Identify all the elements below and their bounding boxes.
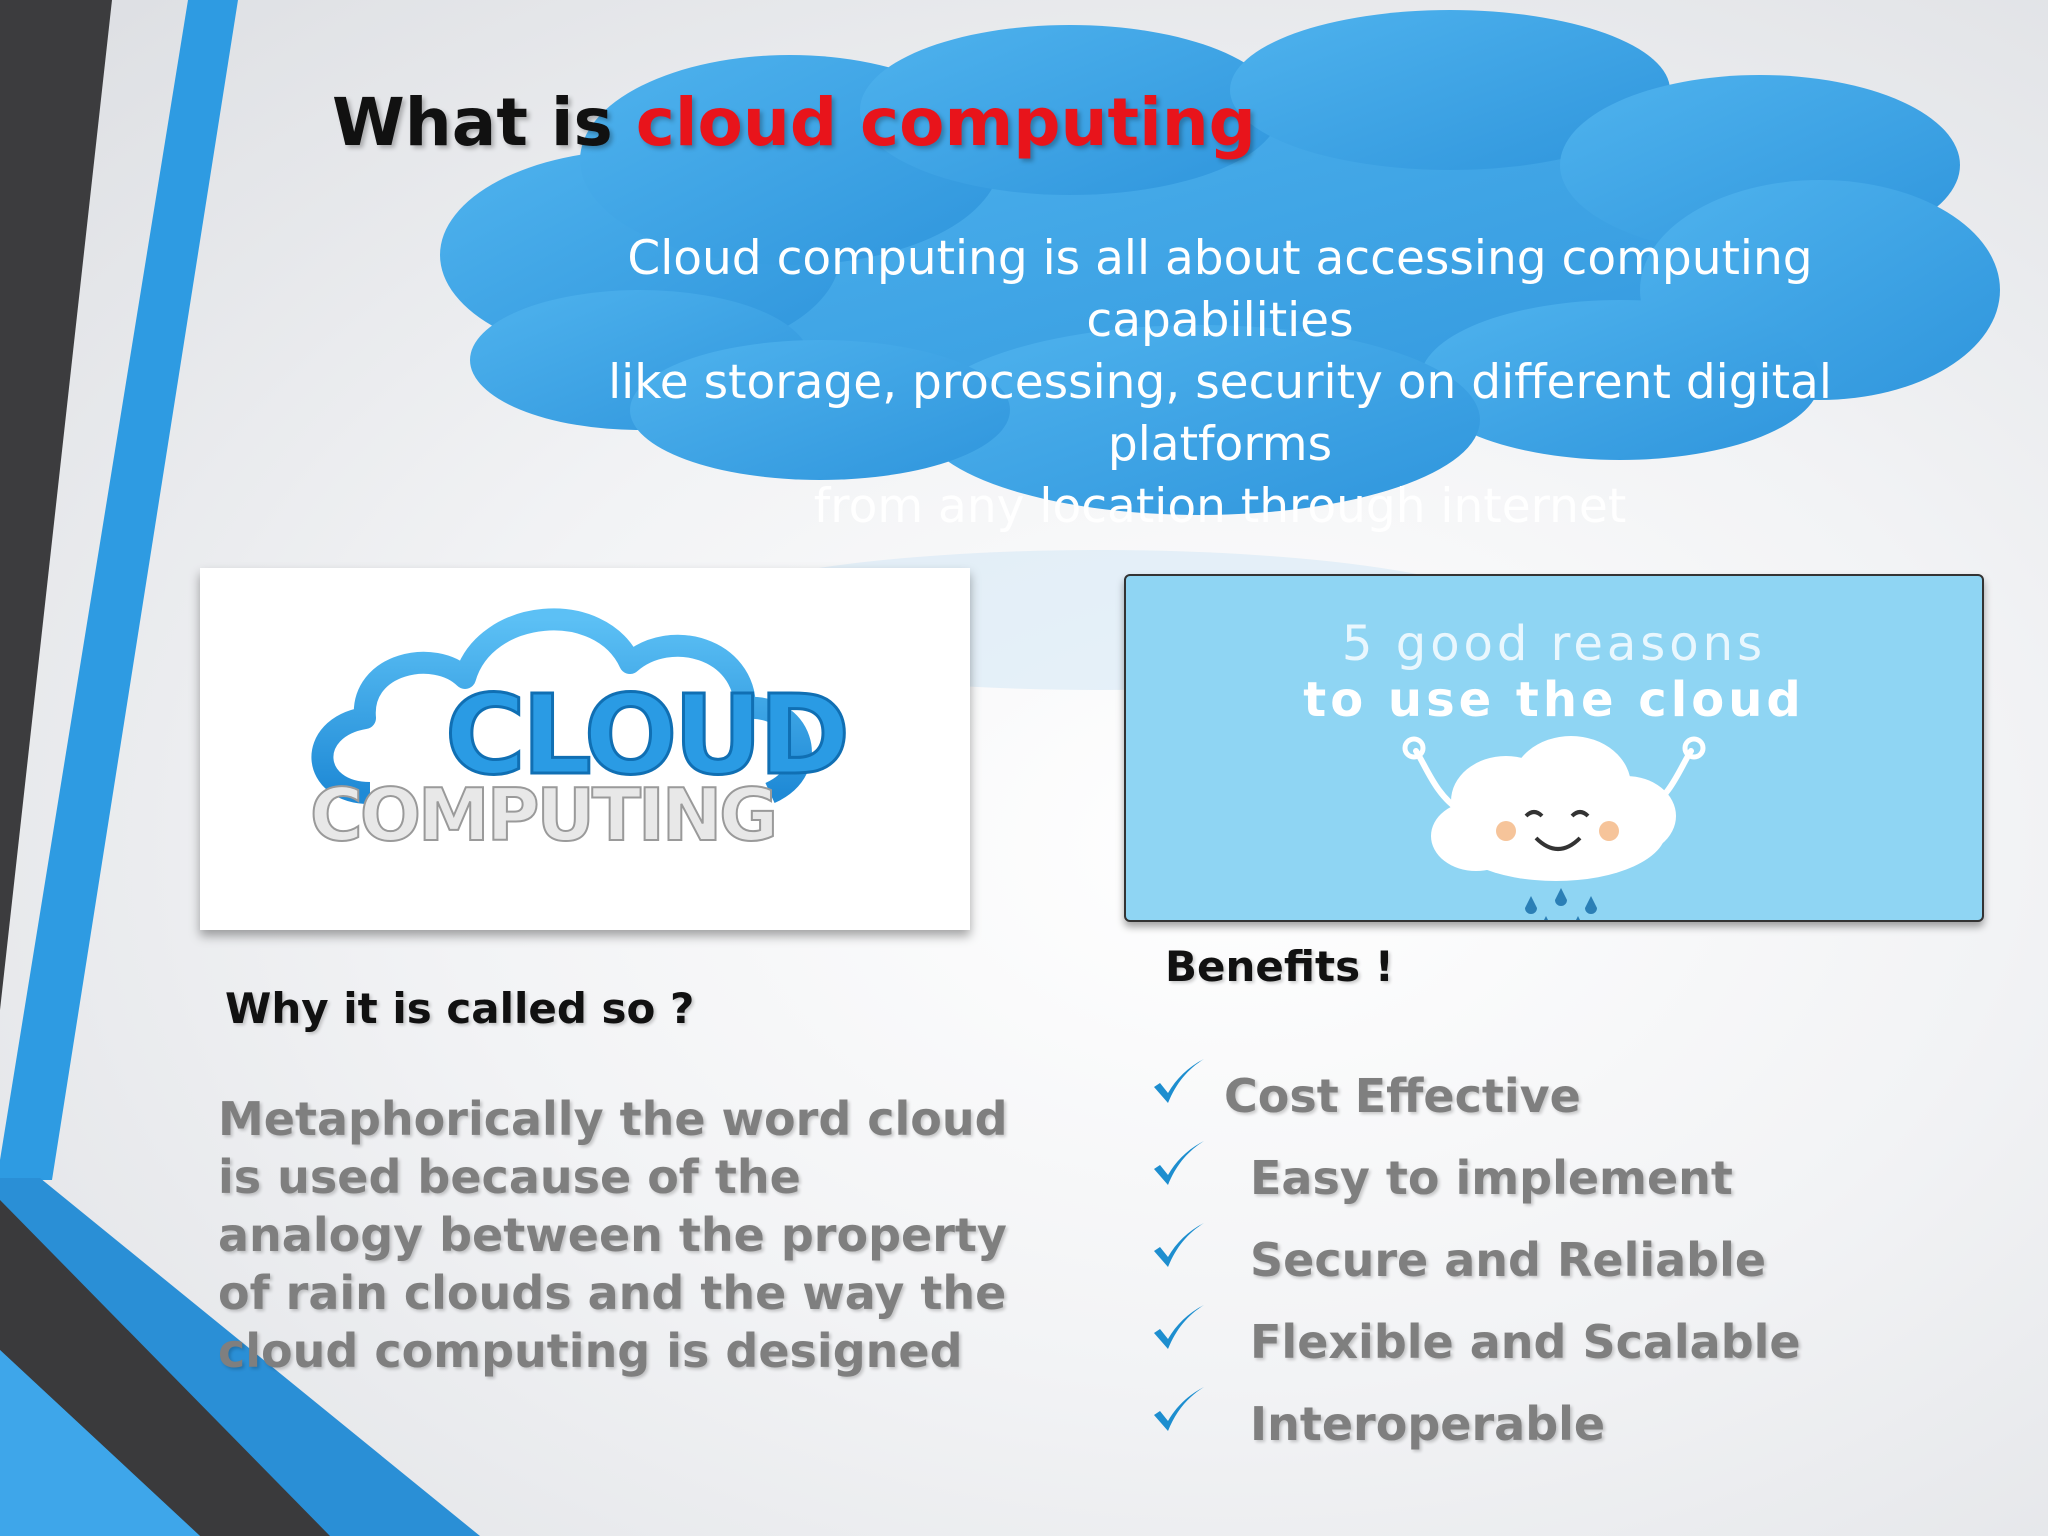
definition-line: like storage, processing, security on di… <box>608 355 1832 472</box>
benefit-label: Flexible and Scalable <box>1250 1315 1801 1369</box>
benefit-label: Secure and Reliable <box>1250 1233 1767 1287</box>
left-dark-stripe <box>0 0 112 1010</box>
benefit-label: Cost Effective <box>1224 1069 1581 1123</box>
definition-line: from any location through internet <box>813 479 1627 534</box>
slide-title: What is cloud computing <box>332 84 1256 161</box>
reasons-line1: 5 good reasons <box>1341 616 1767 672</box>
benefits-heading: Benefits ! <box>1165 942 1394 991</box>
check-icon <box>1154 1305 1204 1349</box>
why-heading: Why it is called so ? <box>225 984 695 1033</box>
five-reasons-image: 5 good reasons to use the cloud <box>1124 574 1984 922</box>
smiling-cloud-icon <box>1402 736 1706 920</box>
bottom-light-blue-wedge <box>0 1350 200 1536</box>
left-blue-stripe <box>0 0 238 1180</box>
benefit-label: Easy to implement <box>1250 1151 1733 1205</box>
why-explanation: Metaphorically the word cloud is used be… <box>218 1092 1008 1378</box>
check-icon <box>1154 1141 1204 1185</box>
logo-word-top: CLOUD <box>445 671 846 799</box>
definition-cloud <box>440 10 2000 515</box>
bottom-dark-wedge <box>0 1200 330 1536</box>
definition-line: Cloud computing is all about accessing c… <box>627 231 1813 348</box>
check-icon <box>1154 1223 1204 1267</box>
logo-word-bottom: COMPUTING <box>310 773 775 857</box>
check-icon <box>1154 1387 1204 1431</box>
reasons-line2: to use the cloud <box>1303 672 1805 728</box>
check-icon <box>1154 1059 1204 1103</box>
title-highlight: cloud computing <box>635 84 1256 161</box>
benefit-label: Interoperable <box>1250 1397 1606 1451</box>
cloud-computing-logo-image: CLOUD COMPUTING <box>200 568 970 930</box>
definition-text: Cloud computing is all about accessing c… <box>520 228 1920 538</box>
cloud-outline-icon <box>311 608 812 804</box>
